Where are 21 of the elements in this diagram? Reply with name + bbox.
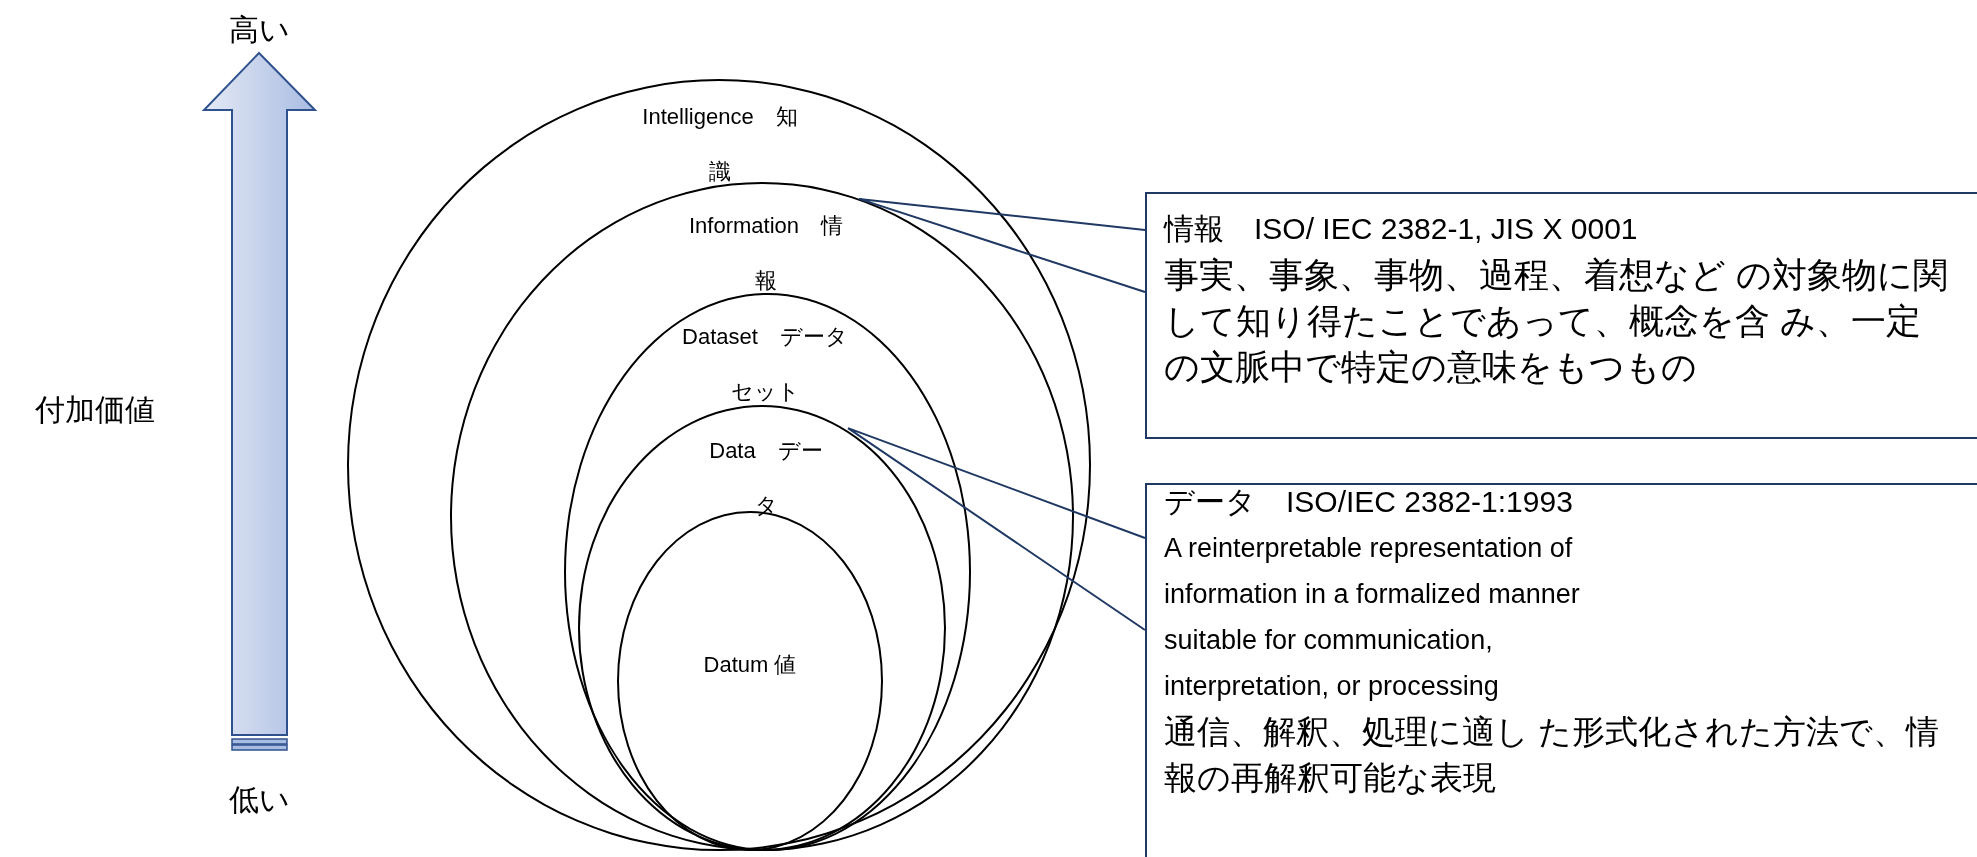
definition-text: 通信、解釈、処理に適し た形式化された方法で、情報の再解釈可能な表現 bbox=[1164, 712, 1941, 798]
nested-circle bbox=[450, 182, 1074, 851]
callout-box bbox=[1145, 192, 1977, 439]
nested-circle bbox=[564, 293, 971, 851]
circle-label: Data データ bbox=[708, 437, 824, 520]
nested-circle bbox=[347, 79, 1091, 851]
scale-label: 高い bbox=[228, 11, 290, 48]
scale-label: 低い bbox=[228, 781, 290, 818]
circle-label: Intelligence 知識 bbox=[641, 103, 799, 186]
circle-label: Dataset データセット bbox=[681, 323, 849, 406]
nested-circle bbox=[578, 405, 946, 851]
definition-text: A reinterpretable representation of information in a formalized manner suitable for communication, interpretation, or processing bbox=[1164, 532, 1581, 703]
callout-title: 情報 ISO/ IEC 2382-1, JIS X 0001 bbox=[1164, 211, 1639, 247]
axis-label: 付加価値 bbox=[35, 391, 155, 428]
circle-label: Datum 値 bbox=[702, 651, 798, 679]
leader-line bbox=[858, 197, 1146, 293]
callout-box bbox=[1145, 483, 1977, 857]
circle-label: Information 情報 bbox=[687, 212, 845, 295]
callout-title: データ ISO/IEC 2382-1:1993 bbox=[1164, 484, 1574, 520]
definition-text: 事実、事象、事物、過程、着想など の対象物に関して知り得たことであって、概念を含 み、一定の文脈中で特定の意味をもつもの bbox=[1164, 254, 1949, 388]
leader-line bbox=[847, 427, 1146, 631]
